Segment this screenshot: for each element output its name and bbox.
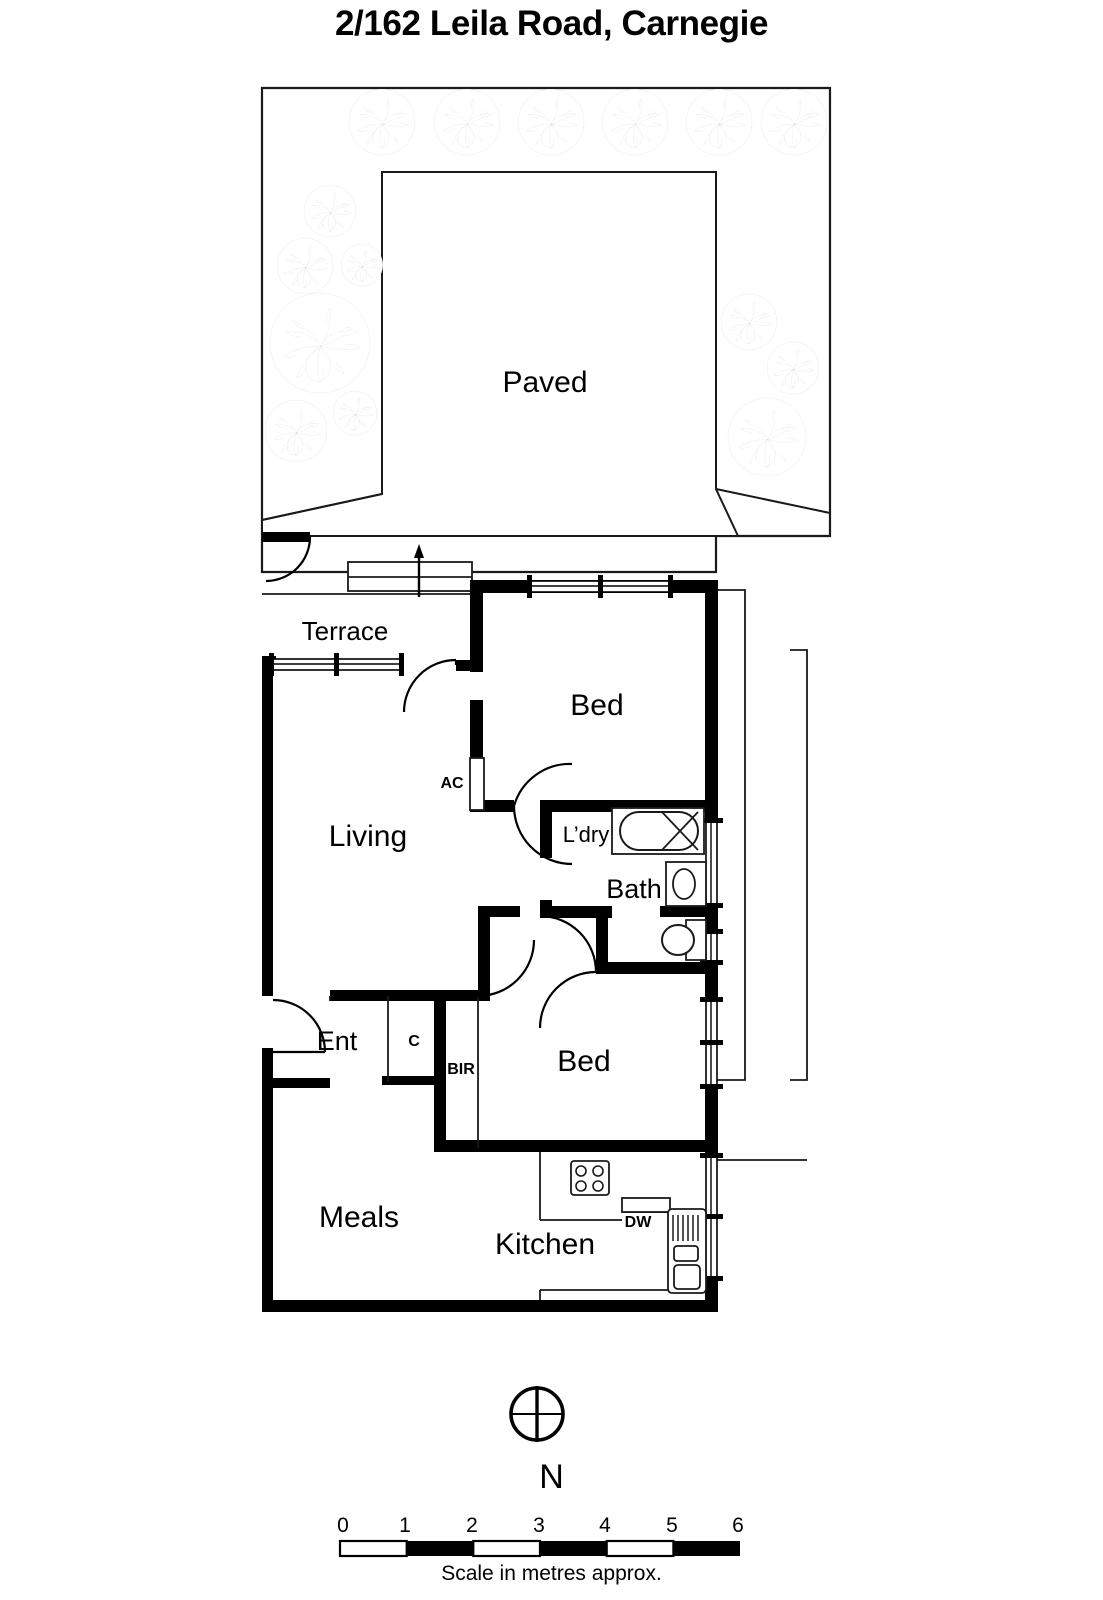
room-label-entry: Ent — [317, 1026, 358, 1056]
cooktop-icon — [570, 1160, 610, 1196]
tree-icon — [332, 390, 378, 436]
room-label-bed-1: Bed — [570, 689, 623, 722]
room-label-meals: Meals — [319, 1201, 399, 1234]
room-label-terrace: Terrace — [302, 616, 389, 646]
tree-icon — [348, 88, 416, 156]
up-arrow-icon — [414, 544, 424, 597]
tree-icon — [685, 88, 753, 156]
window-group — [269, 575, 723, 1281]
scale-tick-1: 1 — [399, 1514, 411, 1537]
toilet-icon — [661, 919, 707, 961]
joinery-thin-lines — [329, 996, 479, 1148]
door-group — [265, 536, 598, 1054]
room-label-kitchen: Kitchen — [495, 1228, 595, 1261]
annotation-c: C — [408, 1033, 420, 1050]
kitchen-sink-icon — [667, 1208, 707, 1294]
tree-icon — [727, 397, 807, 477]
scale-tick-4: 4 — [599, 1514, 611, 1537]
scale-bar-segments — [338, 1539, 740, 1558]
room-label-paved: Paved — [502, 366, 587, 399]
room-label-bed-2: Bed — [557, 1045, 610, 1078]
room-label-bath: Bath — [606, 874, 662, 904]
compass-north-label: N — [539, 1458, 564, 1496]
dwelling-walls — [262, 532, 718, 1312]
scale-bar-ticks: 0 1 2 3 4 5 6 — [337, 1514, 744, 1537]
tree-icon — [601, 88, 669, 156]
room-label-laundry: L’dry — [563, 822, 609, 847]
fixture-annotations: AC C BIR DW — [408, 775, 652, 1231]
tree-icon — [268, 291, 372, 395]
garden-edges — [261, 488, 831, 521]
tree-icon — [720, 293, 778, 351]
annotation-bir: BIR — [447, 1061, 475, 1078]
scale-tick-0: 0 — [337, 1514, 349, 1537]
tree-icon — [303, 184, 357, 238]
tree-icon — [276, 237, 334, 295]
scale-tick-2: 2 — [466, 1514, 478, 1537]
scale-caption: Scale in metres approx. — [441, 1562, 662, 1585]
scale-tick-3: 3 — [533, 1514, 545, 1537]
bathtub-icon — [611, 807, 705, 855]
window — [527, 575, 673, 598]
tree-icon — [517, 88, 585, 156]
tree-icon — [766, 341, 820, 395]
window — [700, 997, 723, 1089]
scale-tick-5: 5 — [666, 1514, 678, 1537]
tree-icon — [340, 243, 384, 287]
tree-icon — [264, 399, 328, 463]
tree-icon — [433, 88, 501, 156]
room-labels: Paved Terrace Bed Living L’dry Bath Ent … — [302, 366, 662, 1261]
scale-bar: 0 1 2 3 4 5 6 — [337, 1514, 744, 1558]
adjacent-outline — [716, 589, 808, 1161]
tree-icon — [760, 88, 828, 156]
scale-tick-6: 6 — [732, 1514, 744, 1537]
annotation-ac: AC — [440, 775, 464, 792]
basin-icon — [665, 861, 707, 907]
terrace-steps — [347, 544, 473, 597]
dishwasher-icon — [621, 1197, 671, 1213]
room-label-living: Living — [329, 820, 407, 853]
annotation-dw: DW — [625, 1214, 653, 1231]
compass-rose — [509, 1386, 565, 1442]
ac-cupboard — [469, 757, 485, 811]
window — [269, 653, 404, 676]
page-title: 2/162 Leila Road, Carnegie — [334, 4, 769, 43]
